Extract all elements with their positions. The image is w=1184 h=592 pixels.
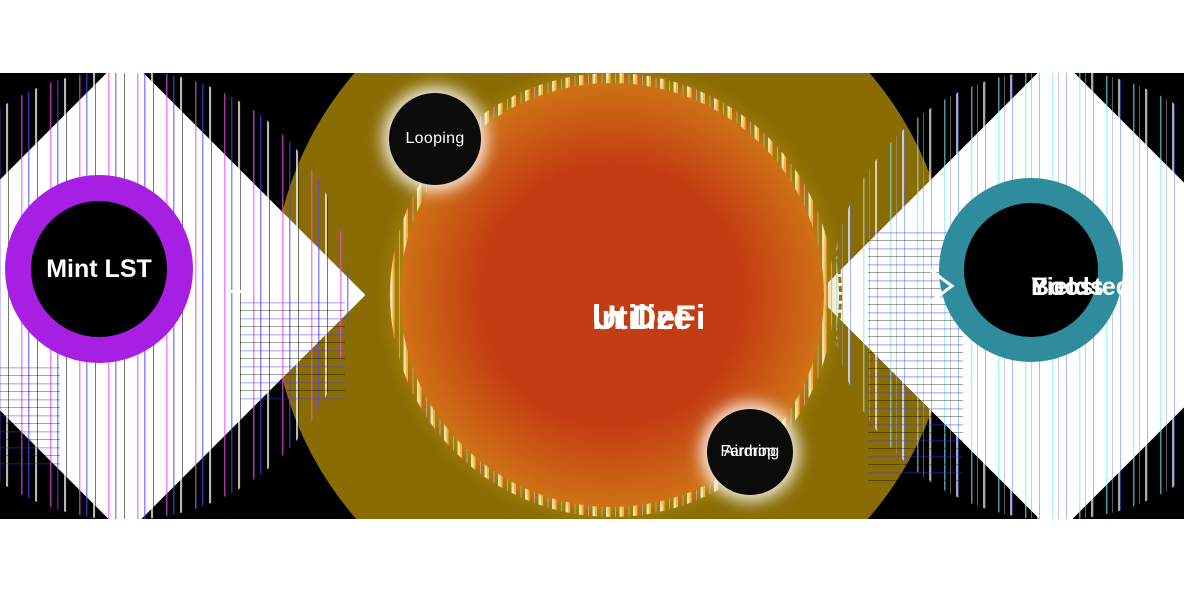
boosted-line2: Yields <box>1031 273 1104 301</box>
bottom-white-band <box>0 519 1184 592</box>
looping-node: Looping <box>389 93 481 185</box>
utilize-line2: in DeFi <box>592 299 706 337</box>
airdrop-line1: Airdrop <box>723 442 777 460</box>
mint-lst-label: Mint LST <box>46 255 152 283</box>
utilize-line1: Utilize <box>592 299 693 337</box>
boosted-yields-node: Boosted Yields <box>939 178 1131 362</box>
boosted-line1: Boosted <box>1031 273 1131 301</box>
glitch-streaks <box>240 295 345 405</box>
mint-lst-node: Mint LST <box>5 175 193 363</box>
arrow-line-icon <box>227 290 246 293</box>
airdrop-farming-node: Airdrop Farming <box>707 409 793 495</box>
airdrop-line2: Farming <box>720 442 780 460</box>
looping-label: Looping <box>405 130 465 148</box>
dashed-orbit-ring <box>382 73 842 519</box>
diagram-band: Utilize in DeFi Looping Airdrop Farming … <box>0 73 1184 519</box>
glitch-streaks <box>0 360 60 470</box>
chevron-right-icon <box>927 267 955 305</box>
top-white-band <box>0 0 1184 73</box>
